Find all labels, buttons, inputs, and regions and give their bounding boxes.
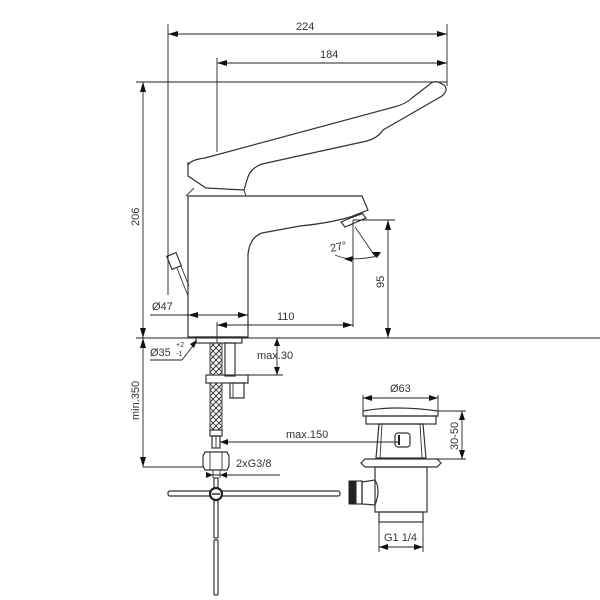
label-spout-height: 95 [375, 276, 387, 288]
dimension-overall-width: 224 [167, 21, 448, 295]
label-body-diameter: Ø47 [152, 301, 173, 313]
dimension-waste-thread: G1 1/4 [378, 522, 424, 552]
pop-up-rod [165, 82, 190, 297]
dimension-connections: 2xG3/8 [206, 458, 280, 478]
label-connections: 2xG3/8 [236, 458, 271, 470]
pop-up-linkage [167, 477, 341, 596]
dimension-hose-length: min.350 [130, 338, 203, 468]
dimension-spout-height: 95 [352, 219, 395, 338]
label-hose-length: min.350 [130, 381, 142, 420]
dimension-body-diameter: Ø47 [150, 301, 248, 318]
label-hole-diameter: Ø35 [150, 347, 171, 359]
dimension-waste-deck-range: 30-50 [437, 410, 466, 460]
mixer-body [187, 195, 369, 338]
dimension-hole-diameter: Ø35 +2 -1 [150, 340, 197, 361]
label-waste-distance: max.150 [286, 429, 328, 441]
lever-handle [185, 81, 447, 197]
supply-hoses [202, 342, 230, 471]
label-spout-projection: 110 [277, 311, 295, 323]
label-overall-height: 206 [130, 208, 142, 226]
label-lever-reach: 184 [320, 49, 338, 61]
dimension-spout-projection: 110 [216, 311, 353, 375]
label-deck-thickness: max.30 [257, 350, 293, 362]
dimension-lever-reach: 184 [216, 49, 447, 152]
label-overall-width: 224 [296, 21, 314, 33]
dimension-waste-head-diameter: Ø63 [362, 383, 439, 411]
pop-up-waste [348, 407, 442, 523]
dimension-aerator-angle: 27° [329, 226, 381, 262]
label-hole-tolerance-plus: +2 [176, 342, 184, 349]
label-waste-head-diameter: Ø63 [390, 383, 411, 395]
dimension-deck-thickness: max.30 [248, 338, 293, 376]
label-aerator-angle: 27° [329, 240, 348, 255]
label-waste-thread: G1 1/4 [384, 532, 417, 544]
label-hole-tolerance-minus: -1 [176, 351, 182, 358]
label-waste-deck-range: 30-50 [449, 422, 461, 450]
dimension-overall-height: 206 [130, 81, 447, 338]
dimension-waste-distance: max.150 [220, 429, 400, 445]
